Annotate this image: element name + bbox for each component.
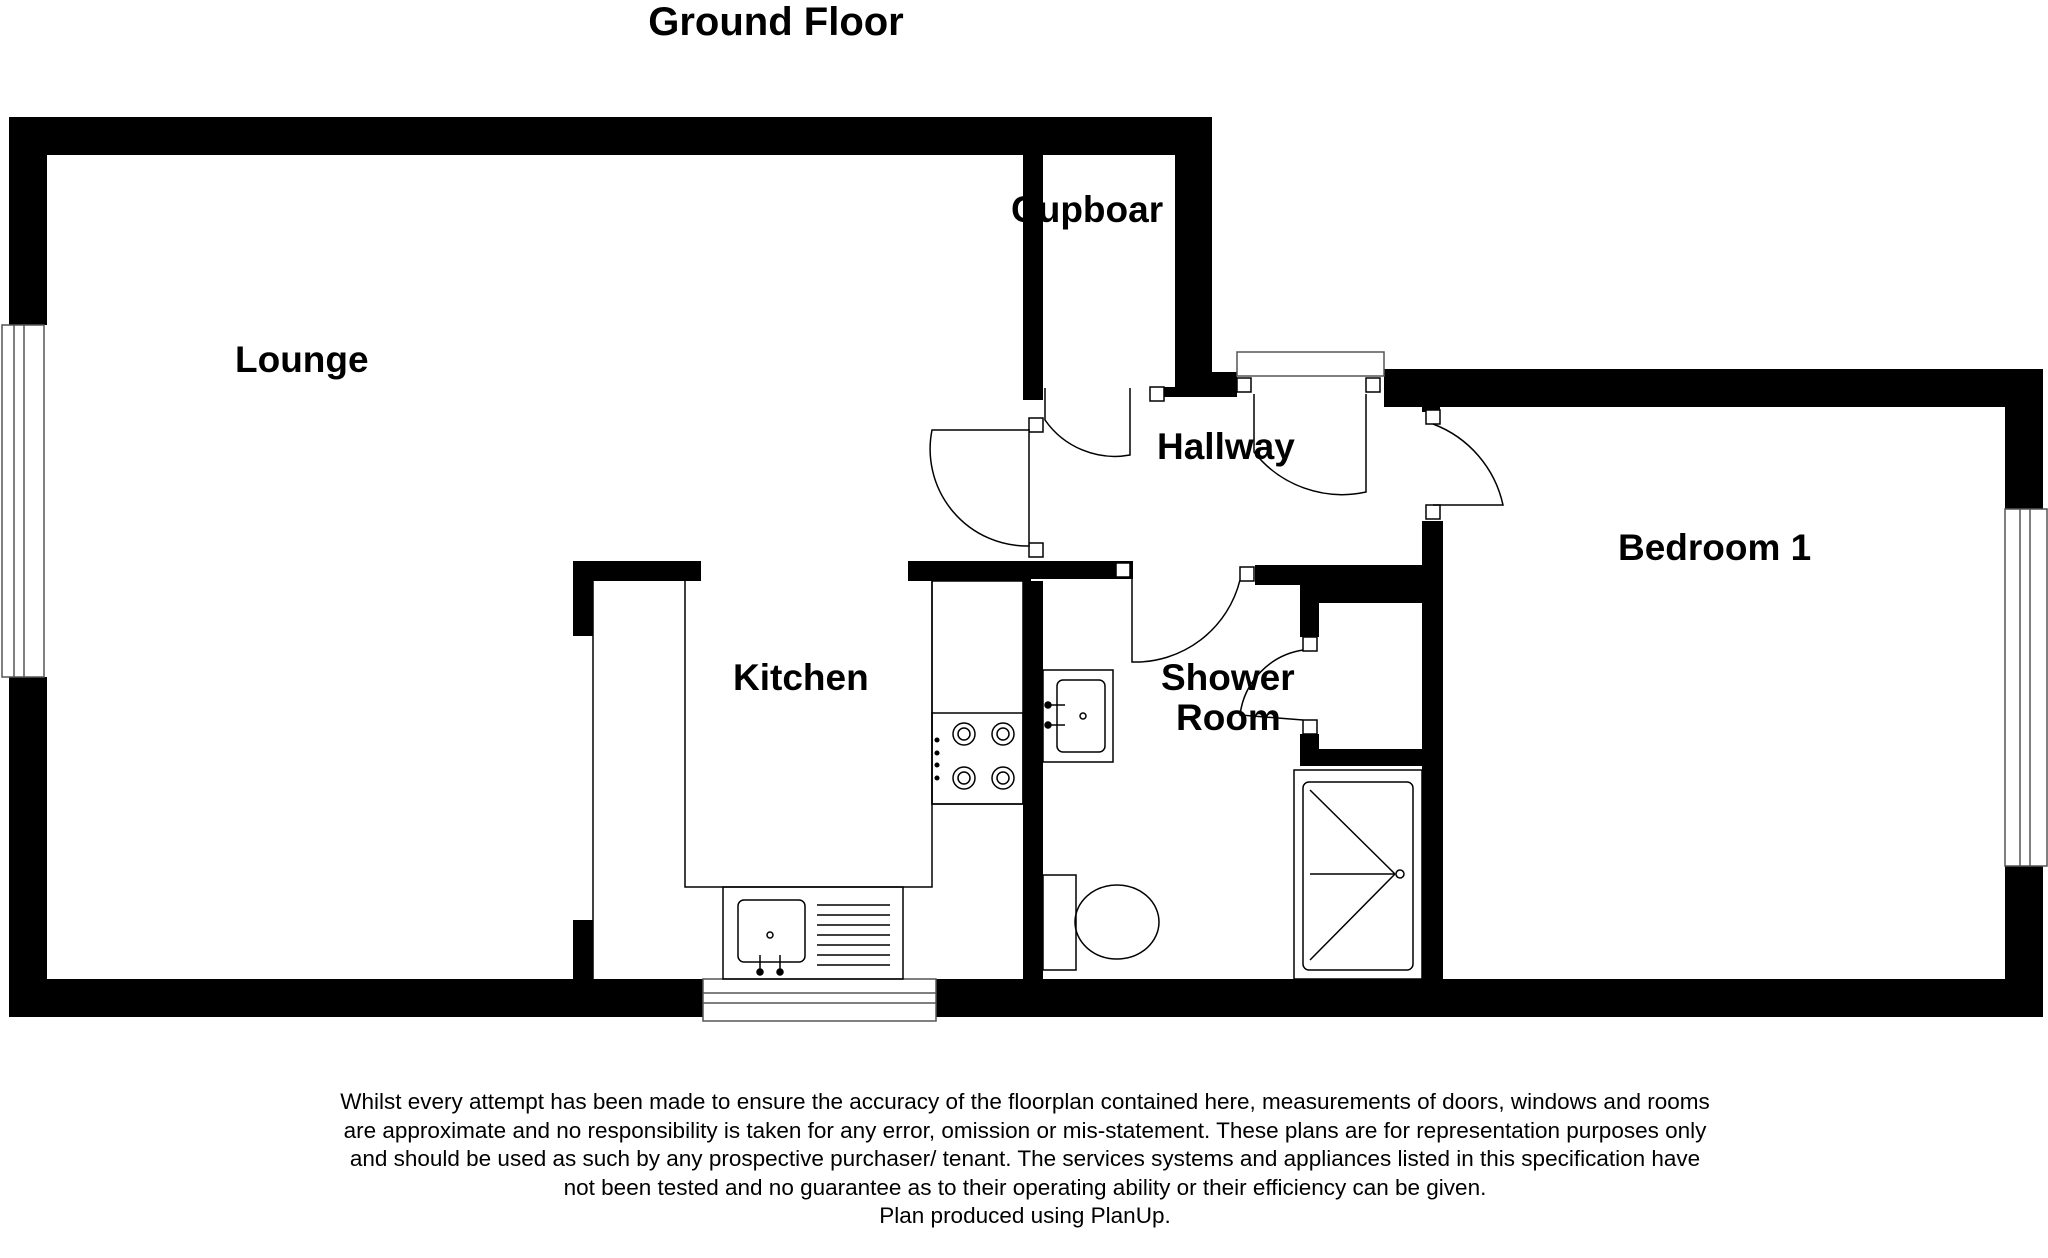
label-lounge: Lounge <box>235 339 369 380</box>
wall-left-upper <box>9 117 47 325</box>
wall-kitchen-top-right <box>908 561 1031 581</box>
door-shower <box>1131 578 1241 663</box>
kitchen-worktop <box>592 581 933 979</box>
wall-bedroom-left-lower <box>1422 521 1443 997</box>
label-bedroom: Bedroom 1 <box>1618 527 1811 568</box>
disclaimer-text: Whilst every attempt has been made to en… <box>340 1089 1710 1200</box>
wall-left-lower <box>9 677 47 1017</box>
label-kitchen: Kitchen <box>733 657 869 698</box>
basin <box>1042 669 1114 763</box>
entrance-threshold <box>1236 351 1385 377</box>
doors <box>929 388 1504 721</box>
walls <box>9 117 2043 1017</box>
wall-bottom-right <box>936 979 2043 1017</box>
windows <box>1 324 2048 1022</box>
door-cupboard <box>1044 388 1131 458</box>
wall-kitchen-shower <box>1023 581 1043 997</box>
door-lounge <box>929 429 1030 547</box>
kitchen-sink-bowl <box>737 899 806 963</box>
wall-cupboard-left <box>1023 155 1043 400</box>
wall-shower-cupboard-bottom <box>1300 749 1422 766</box>
wall-bedroom-top <box>1384 369 2043 407</box>
wall-kitchen-left-lower <box>573 920 593 997</box>
shower-fixtures <box>1042 669 1423 980</box>
label-shower-line2: Room <box>1176 697 1281 738</box>
kitchen-drainer <box>817 904 890 966</box>
wall-shower-top-right <box>1255 565 1422 585</box>
wc-bowl <box>1074 884 1160 960</box>
basin-bowl <box>1056 679 1106 753</box>
kitchen-counter-right <box>931 580 1024 805</box>
wall-shower-cupboard-left-upper <box>1300 592 1319 637</box>
wall-cupboard-right <box>1175 117 1212 394</box>
wall-bottom-left <box>9 979 703 1017</box>
wall-bedroom-right-lower <box>2005 866 2043 1017</box>
hob-ring <box>952 722 976 746</box>
wall-top-lounge <box>9 117 1212 155</box>
hob <box>931 712 1024 805</box>
wall-cupboard-bottom <box>1150 387 1212 397</box>
window-kitchen <box>702 978 937 1022</box>
wc-cistern <box>1042 874 1077 971</box>
wall-shower-top-left <box>1023 561 1133 579</box>
wall-kitchen-left-upper <box>573 561 593 636</box>
disclaimer: Whilst every attempt has been made to en… <box>340 1088 1710 1231</box>
label-shower-line1: Shower <box>1161 657 1295 698</box>
wall-bedroom-right-upper <box>2005 369 2043 509</box>
plan-credit: Plan produced using PlanUp. <box>879 1203 1171 1228</box>
room-labels: Lounge Cupboar Hallway Kitchen Shower Ro… <box>235 189 1811 738</box>
floor-title-text: Ground Floor <box>648 0 904 44</box>
door-bedroom <box>1432 423 1504 506</box>
window-lounge <box>1 324 45 678</box>
door-shower-cupboard <box>1239 649 1304 721</box>
kitchen-sink-unit <box>722 886 904 980</box>
shower-tray-outer <box>1293 769 1423 980</box>
shower-tray-inner <box>1302 781 1414 971</box>
window-bedroom <box>2004 508 2048 867</box>
wall-shower-cupboard-top <box>1300 585 1422 603</box>
door-front <box>1253 394 1367 496</box>
wall-kitchen-top-left <box>573 561 701 581</box>
label-cupboard: Cupboar <box>1011 189 1163 230</box>
label-hallway: Hallway <box>1157 426 1295 467</box>
kitchen-fixtures <box>592 580 1024 980</box>
